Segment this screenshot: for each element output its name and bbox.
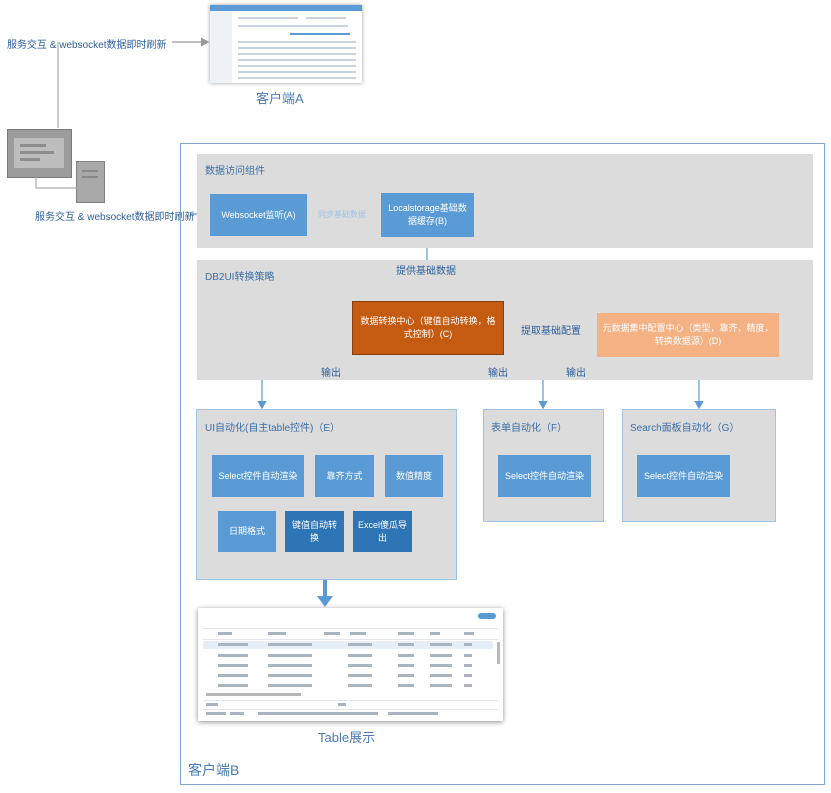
output-label-1: 输出: [321, 368, 341, 379]
panel-search-title: Search面板自动化（G）: [630, 423, 740, 434]
ui-item-excel: Excel傻瓜导出: [353, 511, 412, 552]
client-b-label: 客户端B: [188, 762, 240, 778]
panel-form-title: 表单自动化（F）: [491, 423, 568, 434]
arrow-to-table: [317, 596, 333, 607]
localstorage-box: Localstorage基础数据缓存(B): [381, 193, 474, 237]
panel-strategy-title: DB2UI转换策略: [205, 272, 275, 283]
server-icon: [76, 161, 105, 203]
websocket-box: Websocket监听(A): [210, 194, 307, 236]
panel-ui-title: UI自动化(自主table控件)（E）: [205, 423, 341, 434]
form-item-select: Select控件自动渲染: [498, 455, 591, 497]
client-b-frame: [180, 143, 825, 785]
ui-item-select: Select控件自动渲染: [212, 455, 304, 497]
monitor-to-server-line: [35, 177, 79, 189]
monitor-icon: [7, 129, 72, 178]
client-a-screenshot: [210, 5, 362, 83]
conversion-center-box: 数据转换中心（键值自动转换，格式控制）(C): [352, 301, 504, 355]
ui-item-date: 日期格式: [218, 511, 276, 552]
table-screenshot: [198, 608, 503, 721]
provide-label: 提供基础数据: [396, 266, 456, 277]
ui-item-keyvalue: 键值自动转换: [285, 511, 344, 552]
ui-item-precision: 数值精度: [385, 455, 443, 497]
top-left-label: 服务交互 & websocket数据即时刷新: [7, 40, 167, 51]
mid-left-label: 服务交互 & websocket数据即时刷新: [35, 212, 195, 223]
client-a-label: 客户端A: [256, 91, 304, 106]
output-label-3: 输出: [566, 368, 586, 379]
panel-data-access-title: 数据访问组件: [205, 166, 265, 177]
fetch-label: 提取基础配置: [521, 326, 581, 337]
metadata-center-box: 元数据集中配置中心（类型，靠齐，精度，转换数据源）(D): [597, 313, 779, 357]
table-label: Table展示: [318, 730, 376, 745]
output-label-2: 输出: [488, 368, 508, 379]
search-item-select: Select控件自动渲染: [637, 455, 730, 497]
ui-item-align: 靠齐方式: [315, 455, 374, 497]
sync-label: 同步基础数据: [318, 210, 366, 219]
